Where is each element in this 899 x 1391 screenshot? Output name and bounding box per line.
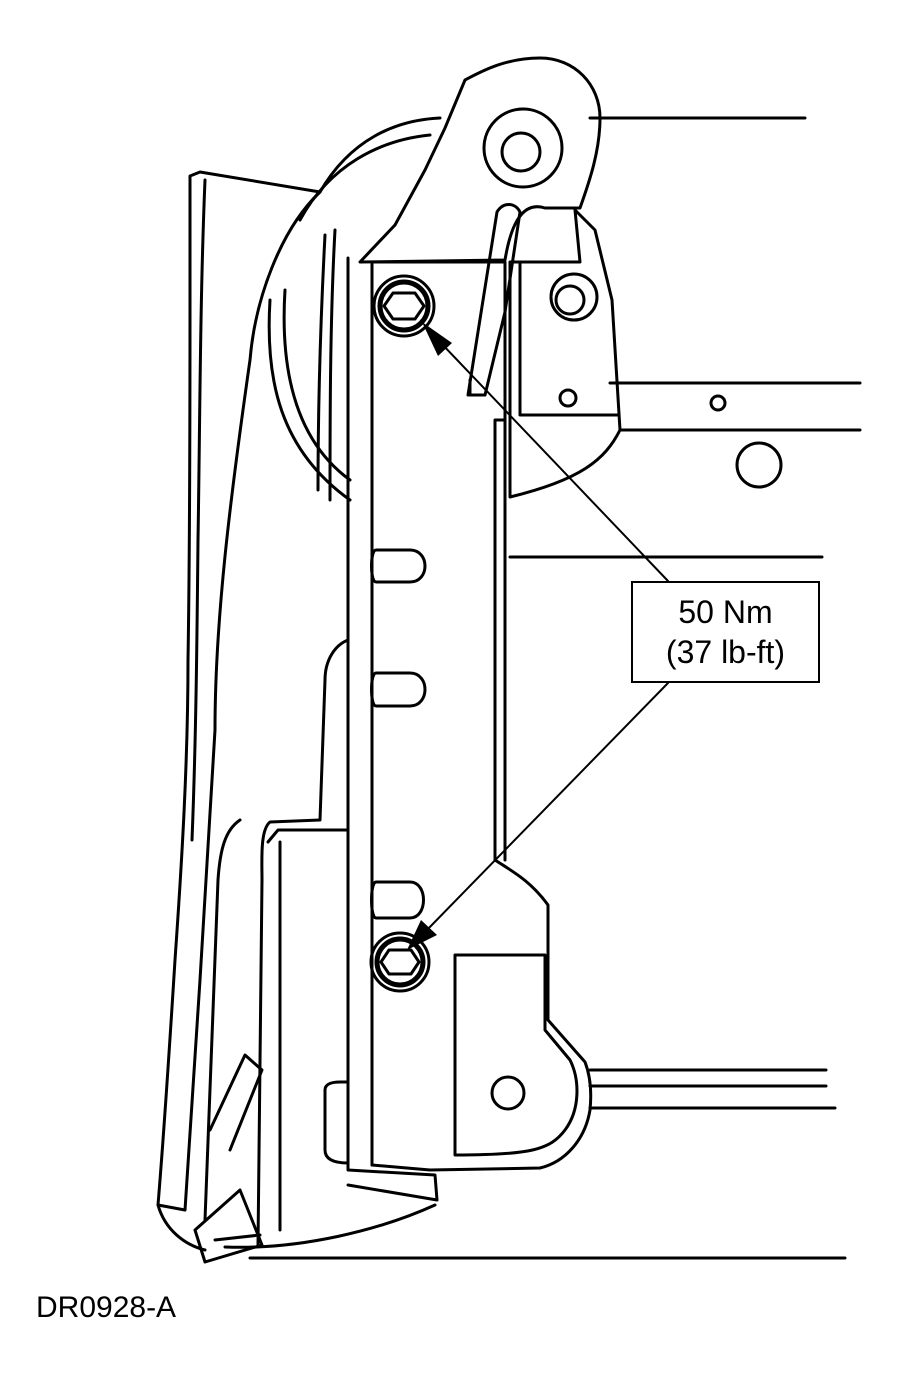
frame-lines	[248, 116, 862, 1260]
torque-leader-lines	[424, 341, 669, 933]
torque-imperial-label: (37 lb-ft)	[665, 634, 786, 670]
torque-callout-box: 50 Nm (37 lb-ft)	[631, 581, 820, 683]
figure-id-label: DR0928-A	[36, 1291, 177, 1324]
rear-bracket	[508, 208, 862, 499]
upper-pivot-arm	[358, 56, 602, 397]
upper-arrowhead-icon	[422, 322, 452, 356]
lower-housing	[156, 638, 437, 1264]
upper-nut-icon	[372, 274, 436, 338]
torque-metric-label: 50 Nm	[678, 594, 773, 630]
seat-cushion-outline	[156, 116, 442, 1212]
seat-track-rail	[346, 256, 593, 1202]
lower-nut-icon	[369, 931, 431, 993]
lower-arrowhead-icon	[407, 920, 437, 950]
